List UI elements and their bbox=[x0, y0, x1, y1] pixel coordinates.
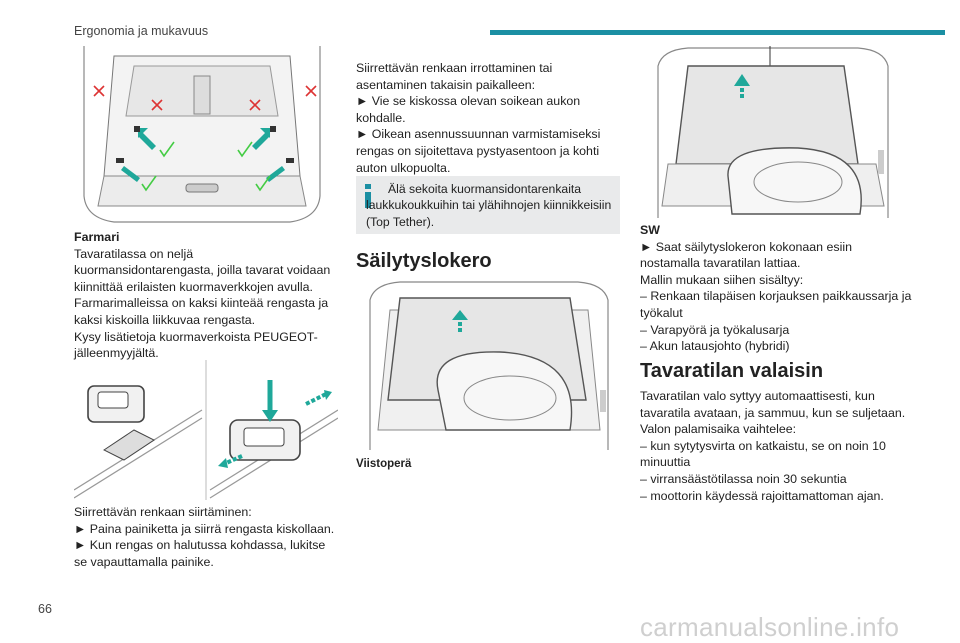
step-item: ► Vie se kiskossa olevan soikean aukon k… bbox=[356, 94, 581, 125]
paragraph: Tavaratilassa on neljä kuormansidontaren… bbox=[74, 246, 331, 294]
caption-viistopera: Viistoperä bbox=[356, 458, 412, 470]
step-item: ► Saat säilytyslokeron kokonaan esiin no… bbox=[640, 239, 853, 271]
sliding-ring-illustration bbox=[74, 360, 338, 500]
sw-storage-illustration bbox=[648, 46, 898, 218]
step-item: ► Kun rengas on halutussa kohdassa, luki… bbox=[74, 538, 326, 569]
paragraph: Kysy lisätietoja kuormaverkoista PEUGEOT… bbox=[74, 329, 318, 361]
col3-text-top: SW ► Saat säilytyslokeron kokonaan esiin… bbox=[640, 222, 915, 355]
cargo-rings-illustration bbox=[74, 46, 330, 226]
dash-item: – kun sytytysvirta on katkaistu, se on n… bbox=[640, 438, 886, 470]
dash-item: – Akun latausjohto (hybridi) bbox=[640, 339, 790, 354]
watermark: carmanualsonline.info bbox=[640, 612, 900, 642]
header-accent-bar bbox=[490, 30, 945, 35]
dash-item: – moottorin käydessä rajoittamattoman aj… bbox=[640, 488, 884, 503]
paragraph: Tavaratilan valo syttyy automaattisesti,… bbox=[640, 389, 906, 420]
paragraph: Valon palamisaika vaihtelee: bbox=[640, 422, 797, 437]
info-note: Älä sekoita kuormansidontarenkaita laukk… bbox=[356, 176, 620, 234]
col3-text-bottom: Tavaratilan valo syttyy automaattisesti,… bbox=[640, 388, 915, 504]
info-note-text: Älä sekoita kuormansidontarenkaita laukk… bbox=[366, 182, 612, 229]
col2-text-top: Siirrettävän renkaan irrottaminen tai as… bbox=[356, 60, 620, 176]
dash-item: – Varapyörä ja työkalusarja bbox=[640, 322, 790, 337]
paragraph: Siirrettävän renkaan siirtäminen: bbox=[74, 505, 252, 519]
paragraph: Mallin mukaan siihen sisältyy: bbox=[640, 272, 804, 287]
heading-tavaratilan-valaisin: Tavaratilan valaisin bbox=[640, 360, 824, 382]
paragraph: Siirrettävän renkaan irrottaminen tai as… bbox=[356, 61, 553, 92]
step-item: ► Oikean asennussuunnan varmistamiseksi … bbox=[356, 127, 601, 175]
hatchback-storage-illustration bbox=[360, 280, 618, 450]
page-number: 66 bbox=[38, 602, 52, 616]
subtitle-farmari: Farmari bbox=[74, 230, 120, 244]
dash-item: – Renkaan tilapäisen korjauksen paikkaus… bbox=[640, 289, 912, 320]
info-icon bbox=[365, 184, 371, 208]
col1-text-top: Farmari Tavaratilassa on neljä kuormansi… bbox=[74, 229, 336, 362]
step-item: ► Paina painiketta ja siirrä rengasta ki… bbox=[74, 521, 335, 536]
paragraph: Farmarimalleissa on kaksi kiinteää renga… bbox=[74, 296, 329, 327]
subtitle-sw: SW bbox=[640, 223, 660, 237]
col1-text-bottom: Siirrettävän renkaan siirtäminen: ► Pain… bbox=[74, 504, 336, 570]
heading-sailytyslokero: Säilytyslokero bbox=[356, 250, 492, 272]
dash-item: – virransäästötilassa noin 30 sekuntia bbox=[640, 471, 847, 486]
header-section-title: Ergonomia ja mukavuus bbox=[74, 24, 209, 38]
